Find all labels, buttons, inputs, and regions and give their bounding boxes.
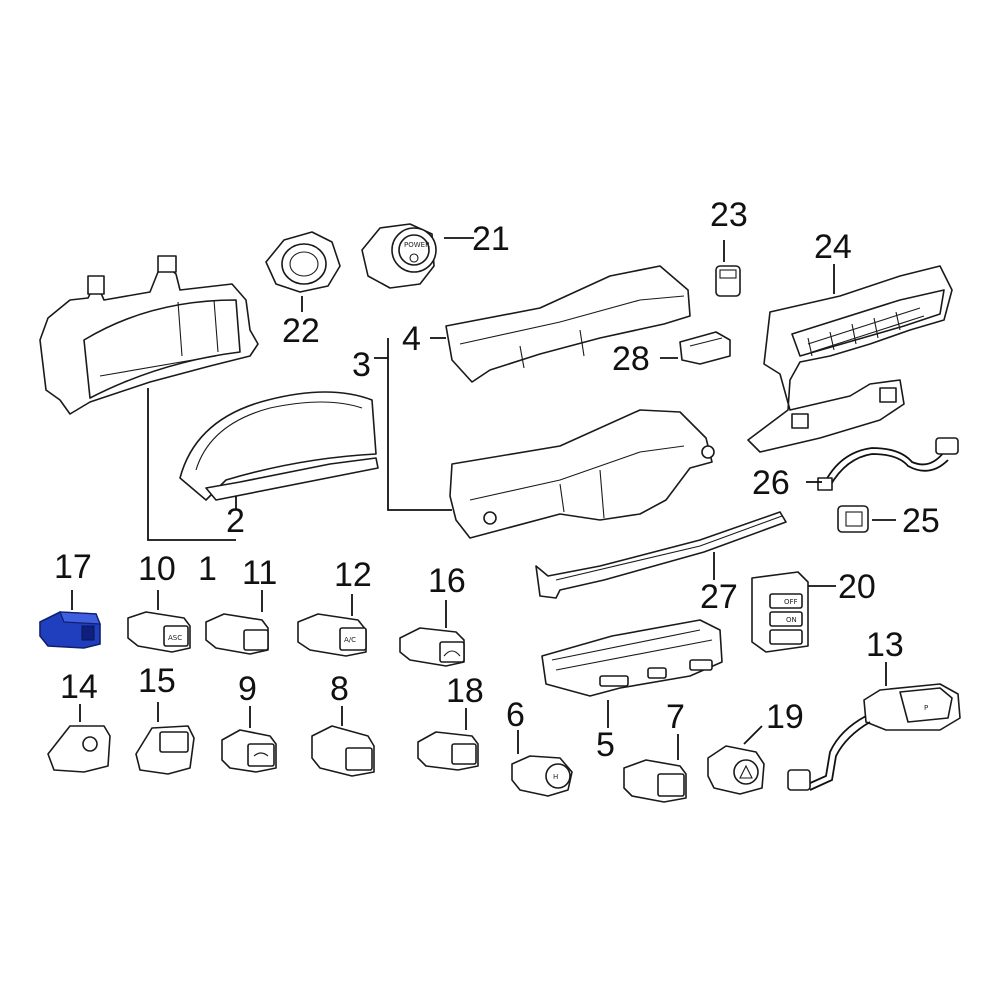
ac-switch-12: A/C <box>297 613 367 657</box>
callout-16: 16 <box>428 562 466 600</box>
callout-23: 23 <box>710 196 748 234</box>
switch-pack: OFF ON <box>751 571 809 653</box>
callout-3: 3 <box>352 346 371 384</box>
switch-pack-on-text: ON <box>786 616 797 624</box>
callout-15: 15 <box>138 662 176 700</box>
instrument-cluster <box>39 255 259 415</box>
hold-button-text: H <box>553 773 558 781</box>
power-button-text: POWER <box>404 241 430 249</box>
callout-10: 10 <box>138 550 176 588</box>
callout-4: 4 <box>402 320 421 358</box>
callout-19: 19 <box>766 698 804 736</box>
callout-17: 17 <box>54 548 92 586</box>
power-switch: POWER <box>361 223 437 289</box>
small-switch-23 <box>715 265 741 297</box>
switch-7 <box>623 759 687 803</box>
trim-strip <box>535 511 787 599</box>
asc-switch: ASC <box>127 611 191 653</box>
switch-pack-off-text: OFF <box>784 598 798 606</box>
callout-labels: 1 2 3 4 5 6 7 8 9 10 11 12 13 14 15 16 1… <box>54 196 940 764</box>
callout-1: 1 <box>198 550 217 588</box>
shift-selector: P <box>787 683 961 791</box>
climate-control-panel <box>747 265 953 453</box>
switch-18 <box>417 731 479 771</box>
switch-11 <box>205 613 269 655</box>
callout-21: 21 <box>472 220 510 258</box>
socket-25 <box>837 505 869 533</box>
callout-2: 2 <box>226 502 245 540</box>
callout-28: 28 <box>612 340 650 378</box>
callout-20: 20 <box>838 568 876 606</box>
callout-22: 22 <box>282 312 320 350</box>
callout-18: 18 <box>446 672 484 710</box>
ignition-bezel <box>265 231 341 293</box>
leader-lines <box>71 237 896 760</box>
wire-harness <box>817 437 959 491</box>
highlighted-switch <box>39 611 101 649</box>
ac-12-button-text: A/C <box>344 636 356 644</box>
callout-9: 9 <box>238 670 257 708</box>
callout-8: 8 <box>330 670 349 708</box>
callout-12: 12 <box>334 556 372 594</box>
callout-26: 26 <box>752 464 790 502</box>
hold-switch: H <box>511 755 573 797</box>
callout-24: 24 <box>814 228 852 266</box>
upper-box-assembly <box>449 409 715 539</box>
callout-14: 14 <box>60 668 98 706</box>
callout-25: 25 <box>902 502 940 540</box>
callout-5: 5 <box>596 726 615 764</box>
callout-11: 11 <box>242 554 277 592</box>
connector-28 <box>679 331 731 365</box>
upper-box-cover <box>445 265 691 383</box>
callout-27: 27 <box>700 578 738 616</box>
p-button-text: P <box>924 704 928 712</box>
ac-switch-8 <box>311 725 375 777</box>
callout-13: 13 <box>866 626 904 664</box>
switch-panel <box>541 619 723 697</box>
callout-6: 6 <box>506 696 525 734</box>
hazard-switch <box>707 745 765 795</box>
asc-button-text: ASC <box>168 634 182 642</box>
cluster-lens <box>179 391 379 501</box>
switch-14 <box>47 725 111 773</box>
defroster-switch <box>221 729 277 773</box>
switch-15 <box>135 725 195 775</box>
trunk-switch <box>399 627 465 667</box>
callout-7: 7 <box>666 698 685 736</box>
